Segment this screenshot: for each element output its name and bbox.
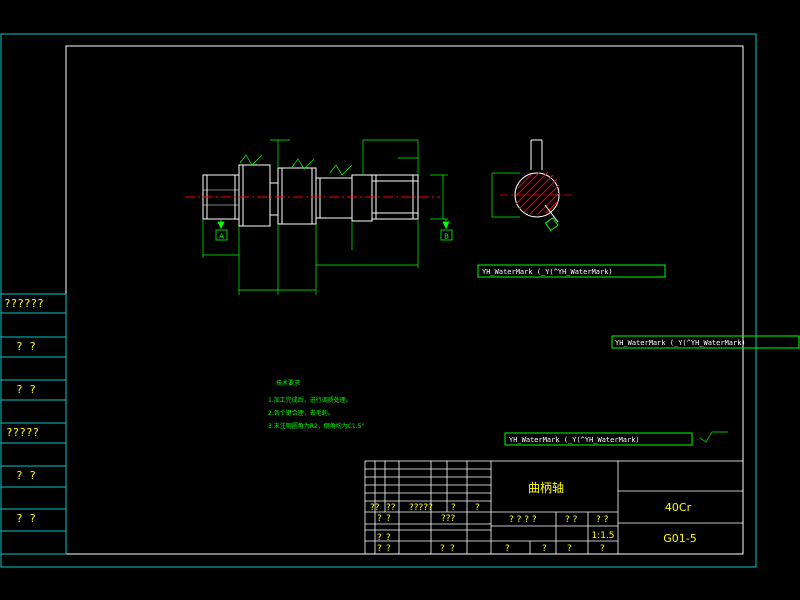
tb-bottom-3: ? <box>567 544 572 554</box>
tb-row1-c4: ? <box>451 503 456 513</box>
tb-mid-1: ? ? ? ? <box>509 515 537 525</box>
tb-row1-c2: ?? <box>386 503 396 513</box>
tb-mid-2: ? ? <box>565 515 578 525</box>
tb-bottom-4: ? <box>600 544 605 554</box>
datum-markers <box>215 219 453 241</box>
sidebar-label-1: ?????? <box>4 297 44 310</box>
tb-row1-c3: ????? <box>409 503 433 513</box>
watermark-box-3 <box>504 432 693 446</box>
tb-row2-c1: ? <box>377 514 382 524</box>
drawing-number: G01-5 <box>663 532 697 545</box>
watermark-box-1 <box>477 264 666 278</box>
sidebar-label-4: ????? <box>6 426 40 439</box>
notes-line-2: 2.各个键合理，去毛刺。 <box>268 409 334 417</box>
tb-row1-c1: ?? <box>370 503 380 513</box>
tb-row2-c3: ??? <box>441 514 456 524</box>
notes-heading: 技术要求 <box>276 379 300 387</box>
tb-row1-c5: ? <box>475 503 480 513</box>
sidebar-label-3: ? ? <box>16 383 36 396</box>
tb-row4-c4: ? <box>450 544 455 554</box>
tb-row2-c2: ? <box>386 514 391 524</box>
sidebar-table <box>0 293 67 555</box>
tb-row3-c1: ? <box>377 533 382 543</box>
part-name: 曲柄轴 <box>528 480 564 495</box>
watermark-text-1: YH_WaterMark (_Y(^YH_WaterMark) <box>482 268 613 276</box>
shaft-front-view <box>202 164 419 227</box>
sidebar-label-2: ? ? <box>16 340 36 353</box>
scale-label: 1:1.5 <box>591 531 614 541</box>
inner-border <box>65 45 744 555</box>
material-label: 40Cr <box>665 501 692 514</box>
datum-a-label: A <box>219 233 224 241</box>
sidebar-label-6: ? ? <box>16 512 36 525</box>
section-view <box>491 139 575 232</box>
tb-row4-c3: ? <box>440 544 445 554</box>
tb-bottom-2: ? <box>542 544 547 554</box>
sidebar-label-5: ? ? <box>16 469 36 482</box>
notes-line-1: 1.加工完成后，进行调质处理。 <box>268 396 352 404</box>
roughness-symbol <box>699 431 728 443</box>
outer-frame <box>0 33 757 568</box>
tb-mid-3: ? ? <box>596 515 609 525</box>
tb-row4-c1: ? <box>377 544 382 554</box>
tb-row4-c2: ? <box>386 544 391 554</box>
watermark-text-3: YH_WaterMark (_Y(^YH_WaterMark) <box>509 436 640 444</box>
watermark-box-2 <box>611 335 800 349</box>
tb-bottom-1: ? <box>505 544 510 554</box>
watermark-text-2: YH_WaterMark (_Y(^YH_WaterMark) <box>615 339 746 347</box>
tb-row3-c2: ? <box>386 533 391 543</box>
title-block-grid <box>364 460 744 555</box>
dimension-lines <box>202 139 448 295</box>
notes-line-3: 3.未注明圆角为R2，倒角均为C1.5° <box>268 422 364 430</box>
datum-b-label: B <box>444 233 449 241</box>
